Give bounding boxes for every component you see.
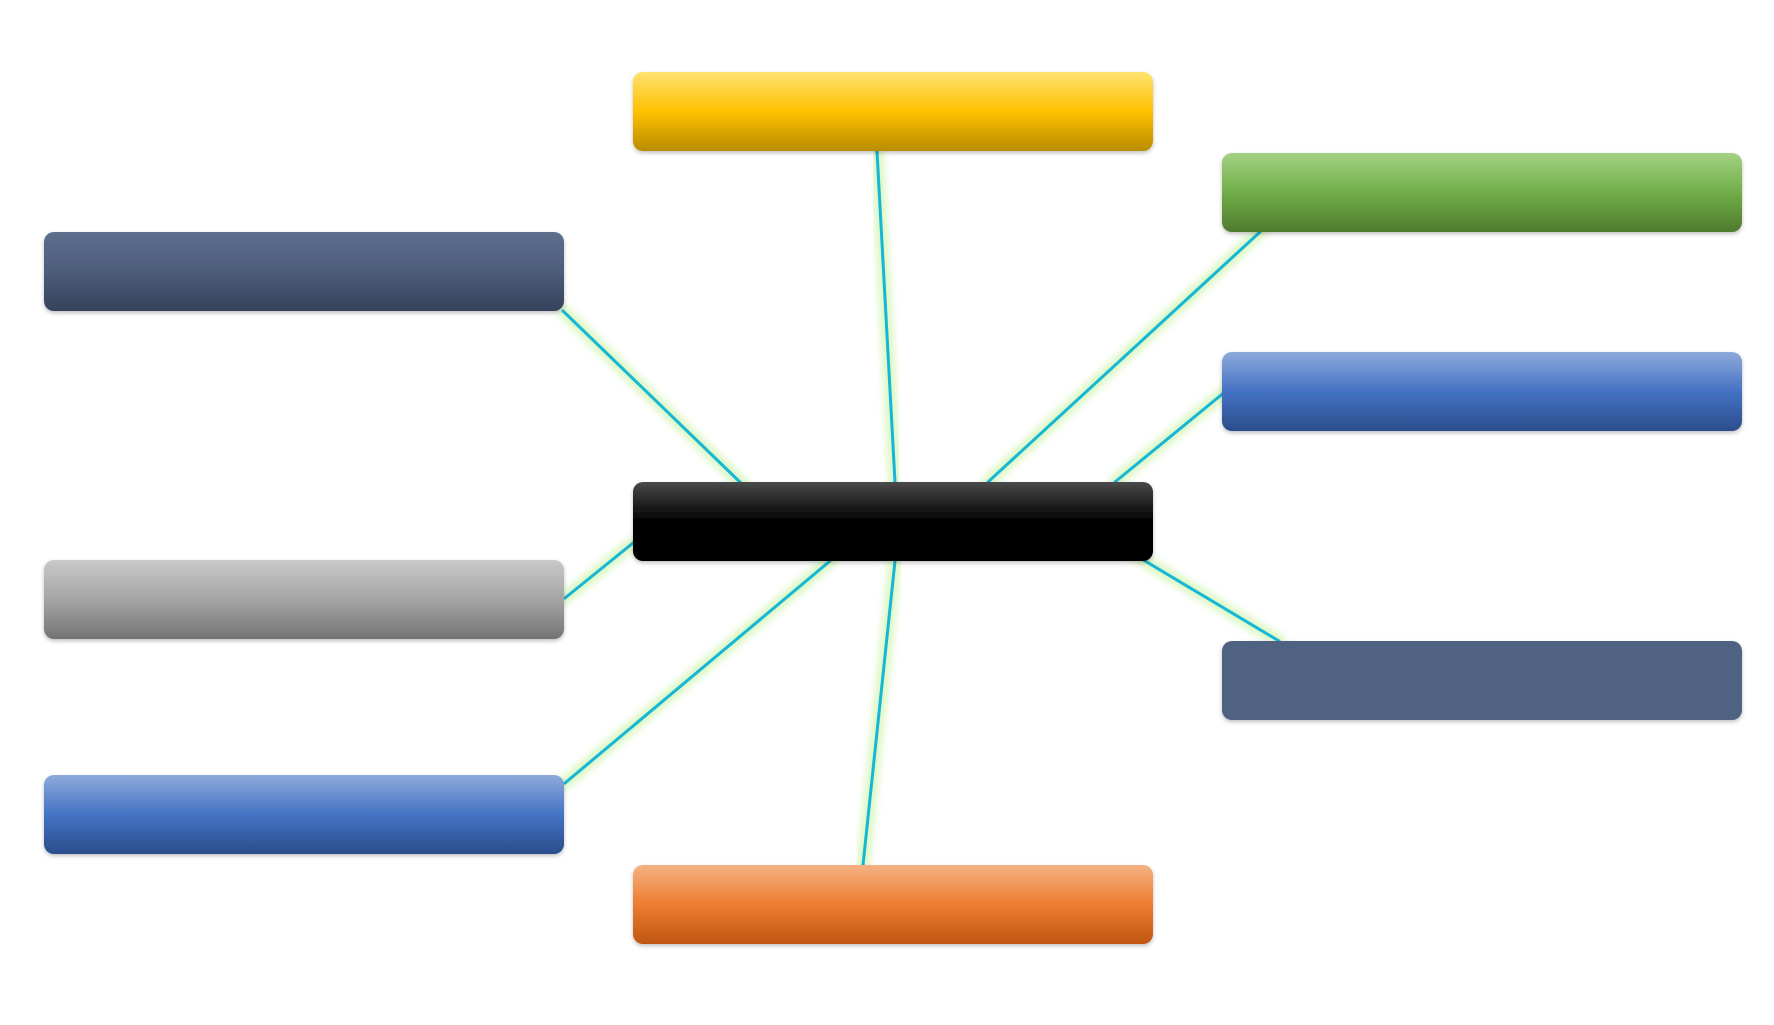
node-box[interactable]	[44, 775, 564, 854]
node-box[interactable]	[633, 865, 1153, 944]
node-lower-left-blue[interactable]	[44, 775, 564, 854]
connector-lower-left-blue	[559, 555, 836, 789]
connector-left-gray	[559, 537, 639, 604]
node-box[interactable]	[1222, 352, 1742, 431]
node-box[interactable]	[44, 560, 564, 639]
connector-right-blue	[1109, 385, 1232, 488]
connector-top-right-green	[982, 226, 1266, 488]
node-box[interactable]	[633, 72, 1153, 151]
connector-top-yellow	[871, 145, 901, 488]
connectors	[557, 145, 1285, 871]
node-top-yellow[interactable]	[633, 72, 1153, 151]
connector-lower-right-slate	[1134, 552, 1285, 647]
node-box[interactable]	[633, 482, 1153, 561]
node-box[interactable]	[44, 232, 564, 311]
nodes	[44, 72, 1742, 944]
connector-line	[875, 149, 897, 484]
node-box[interactable]	[1222, 641, 1742, 720]
connector-bottom-orange	[857, 555, 901, 871]
connector-line	[563, 541, 635, 600]
node-bottom-orange[interactable]	[633, 865, 1153, 944]
connector-line	[1113, 389, 1228, 484]
node-center[interactable]	[633, 482, 1153, 561]
connector-upper-left-slate	[557, 305, 749, 491]
connector-line	[561, 309, 745, 487]
node-left-gray[interactable]	[44, 560, 564, 639]
connector-line	[861, 559, 897, 867]
node-lower-right-slate[interactable]	[1222, 641, 1742, 720]
node-top-right-green[interactable]	[1222, 153, 1742, 232]
connector-line	[986, 230, 1262, 484]
node-upper-left-slate[interactable]	[44, 232, 564, 311]
connector-line	[1138, 556, 1281, 643]
node-right-blue[interactable]	[1222, 352, 1742, 431]
node-box[interactable]	[1222, 153, 1742, 232]
connector-line	[563, 559, 832, 785]
